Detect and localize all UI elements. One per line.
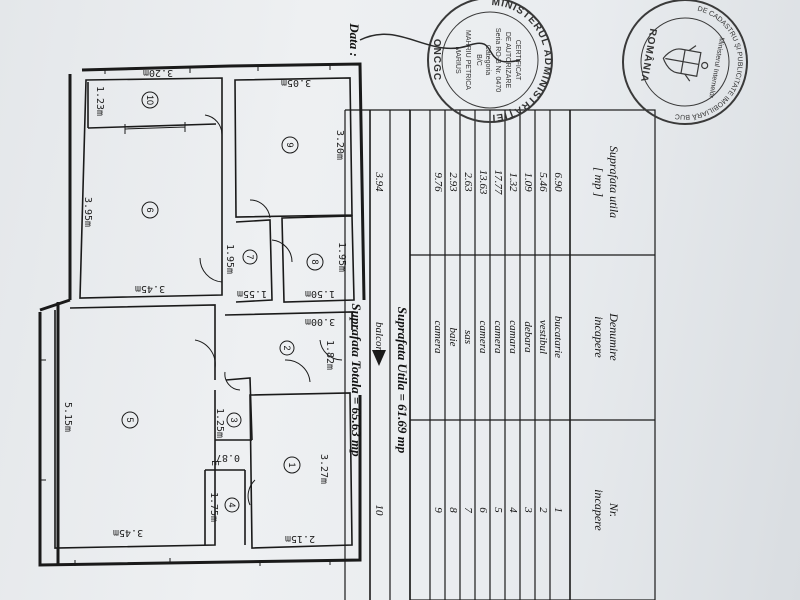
room-number: 2 (282, 345, 292, 350)
dim-label: E (209, 460, 220, 466)
table-cell-name: camera (477, 321, 489, 354)
table-cell-nr: 1 (552, 507, 564, 513)
dim-label: 1.95m (336, 242, 347, 272)
dim-label: 3.05m (281, 77, 311, 88)
table-cell-area: 5.46 (537, 172, 549, 192)
header-name: Denumire (607, 312, 621, 361)
table-cell-nr: 2 (537, 507, 549, 513)
table-rows: 1 bucatarie 6.90 2 vestibul 5.46 3 debara 1.09 4 c… (373, 170, 564, 516)
total-area: Suprafata Totala = 65.63 mp (349, 303, 364, 457)
dim-label: 3.00m (305, 316, 335, 327)
dim-label: 3.20m (334, 130, 345, 160)
table-cell-nr: 3 (522, 506, 534, 513)
dim-label: 3.45m (113, 527, 143, 538)
table-cell-nr: 9 (432, 507, 444, 513)
table-cell-nr: 6 (477, 507, 489, 513)
table-cell-nr: 5 (492, 507, 504, 513)
table-cell-area: 1.32 (507, 172, 519, 192)
authorization-stamp: MINISTERUL ADMINISTRAŢIEI CERTIFICAT DE … (427, 0, 553, 123)
dim-label: 2.15m (285, 533, 315, 544)
dim-label: 3.45m (135, 283, 165, 294)
table-cell-area: 2.93 (447, 172, 459, 192)
dim-label: 1.75m (208, 492, 219, 522)
header-surface-unit: [ mp ] (592, 167, 606, 197)
header-number: Nr. (607, 502, 621, 517)
table-cell-name: camara (507, 320, 519, 354)
table-cell-area: 17.77 (492, 170, 504, 195)
table-cell-nr: 7 (462, 507, 474, 513)
table-cell-area: 13.63 (477, 170, 489, 195)
cadastre-stamp: OFICIUL DE CADASTRU ŞI PUBLICITATE IMOBI… (622, 0, 752, 129)
table-cell-nr: 10 (373, 505, 385, 517)
table-cell-name: vestibul (537, 320, 549, 354)
table-cell-area: 2.63 (462, 172, 474, 192)
table-cell-nr: 4 (507, 507, 519, 513)
stamp-inner-text: Ministerul Internelor (707, 37, 725, 99)
table-cell-area: 3.94 (373, 171, 385, 192)
dim-label: 3.95m (82, 197, 93, 227)
dim-label: 1.25m (214, 408, 225, 438)
dim-label: 0.87 (216, 452, 240, 463)
table-cell-name: debara (522, 321, 534, 353)
table-cell-name: camera (492, 321, 504, 354)
dim-label: 1.95m (224, 244, 235, 274)
room-number: 1 (287, 462, 297, 467)
dim-label: 5.15m (62, 402, 73, 432)
stamp-line: DE AUTORIZARE (504, 32, 511, 89)
table-cell-name: balcon (373, 322, 385, 352)
signature (359, 33, 521, 63)
header-number-2: incapere (592, 489, 606, 531)
room-number: 7 (245, 254, 255, 259)
room-number: 4 (227, 502, 237, 507)
area-table: Suprafata utila [ mp ] Denumire incapere… (344, 22, 656, 600)
dim-label: 3.20m (143, 67, 173, 78)
coat-of-arms-icon (662, 45, 709, 82)
dim-label: 3.27m (318, 454, 329, 484)
room-numbers: 10 9 6 7 8 2 5 3 1 4 (125, 95, 320, 508)
stamp-line: Categoria (484, 45, 491, 75)
room-number: 8 (310, 259, 320, 264)
room-number: 9 (285, 142, 295, 147)
table-cell-area: 6.90 (552, 172, 564, 192)
stamp-line: MARIUS (454, 46, 461, 74)
room-number: 10 (145, 95, 155, 105)
north-arrow-icon (372, 350, 386, 366)
header-surface: Suprafata utila (607, 146, 621, 218)
room-number: 5 (125, 417, 135, 422)
table-cell-area: 9.76 (432, 172, 444, 192)
table-cell-name: bucatarie (552, 316, 564, 358)
table-cell-nr: 8 (447, 507, 459, 513)
table-cell-name: camera (432, 321, 444, 354)
room-number: 6 (145, 207, 155, 212)
table-cell-area: 1.09 (522, 172, 534, 192)
table-cell-name: sas (462, 330, 474, 344)
dim-label: 1.23m (94, 86, 105, 116)
stamp-line: MAHRIU PETRICA (464, 30, 471, 90)
table-cell-name: baie (447, 328, 459, 347)
dim-label: 1.82m (324, 340, 335, 370)
dimension-labels: 3.20m 1.23m 3.05m 3.20m 3.95m 3.45m 1.95… (62, 67, 347, 544)
room-markers (121, 91, 324, 513)
dim-label: 1.55m (237, 288, 267, 299)
dim-label: 1.50m (305, 288, 335, 299)
header-name-2: incapere (592, 316, 606, 358)
stamp-line: B/C (475, 54, 482, 66)
date-label: Data : (347, 22, 362, 57)
stamp-side-text: ONCGC (431, 39, 442, 81)
floor-plan (38, 62, 386, 567)
total-useful-area: Suprafata Utila = 61.69 mp (395, 307, 410, 454)
room-number: 3 (229, 417, 239, 422)
